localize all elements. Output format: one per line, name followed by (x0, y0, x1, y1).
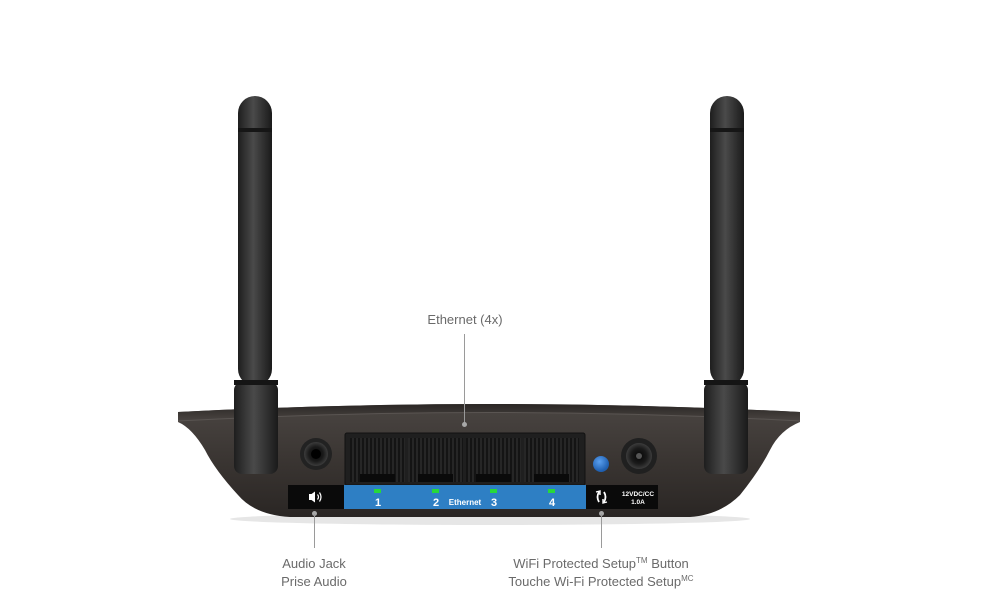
wps-callout-line1: WiFi Protected SetupTM Button (513, 556, 689, 571)
ethernet-port-1 (350, 438, 405, 482)
power-rating-line1: 12VDC/CC (622, 491, 654, 498)
audio-waves-icon (309, 491, 322, 503)
audio-callout-label: Audio Jack Prise Audio (254, 555, 374, 591)
ethernet-port-3 (466, 438, 521, 482)
audio-jack (300, 438, 332, 470)
ethernet-callout-dot (462, 422, 467, 427)
audio-callout-line1: Audio Jack (282, 556, 346, 571)
audio-callout-line2: Prise Audio (281, 574, 347, 589)
ethernet-panel-label: Ethernet (449, 498, 482, 507)
wps-callout-dot (599, 511, 604, 516)
audio-callout-line (314, 514, 315, 548)
audio-callout-dot (312, 511, 317, 516)
port-number-3: 3 (491, 497, 497, 509)
ethernet-callout-text: Ethernet (4x) (427, 312, 503, 327)
power-rating-line2: 1.0A (631, 499, 645, 506)
wps-button (593, 456, 609, 472)
port-led-4 (548, 489, 555, 493)
left-antenna (234, 96, 278, 474)
wps-callout-line2: Touche Wi-Fi Protected SetupMC (508, 574, 694, 589)
wps-callout-label: WiFi Protected SetupTM Button Touche Wi-… (491, 555, 711, 591)
audio-label-panel (288, 485, 344, 509)
wps-callout-line (601, 514, 602, 548)
right-antenna (704, 96, 748, 474)
port-number-2: 2 (433, 497, 439, 509)
port-led-1 (374, 489, 381, 493)
ethernet-callout-label: Ethernet (4x) (415, 311, 515, 329)
port-led-3 (490, 489, 497, 493)
wps-arrows-icon (595, 490, 608, 504)
ethernet-label-strip (344, 485, 586, 509)
port-number-4: 4 (549, 497, 556, 509)
power-jack (621, 438, 657, 474)
ethernet-callout-line (464, 334, 465, 424)
ethernet-port-4 (524, 438, 579, 482)
port-led-2 (432, 489, 439, 493)
port-number-1: 1 (375, 497, 381, 509)
ethernet-port-2 (408, 438, 463, 482)
